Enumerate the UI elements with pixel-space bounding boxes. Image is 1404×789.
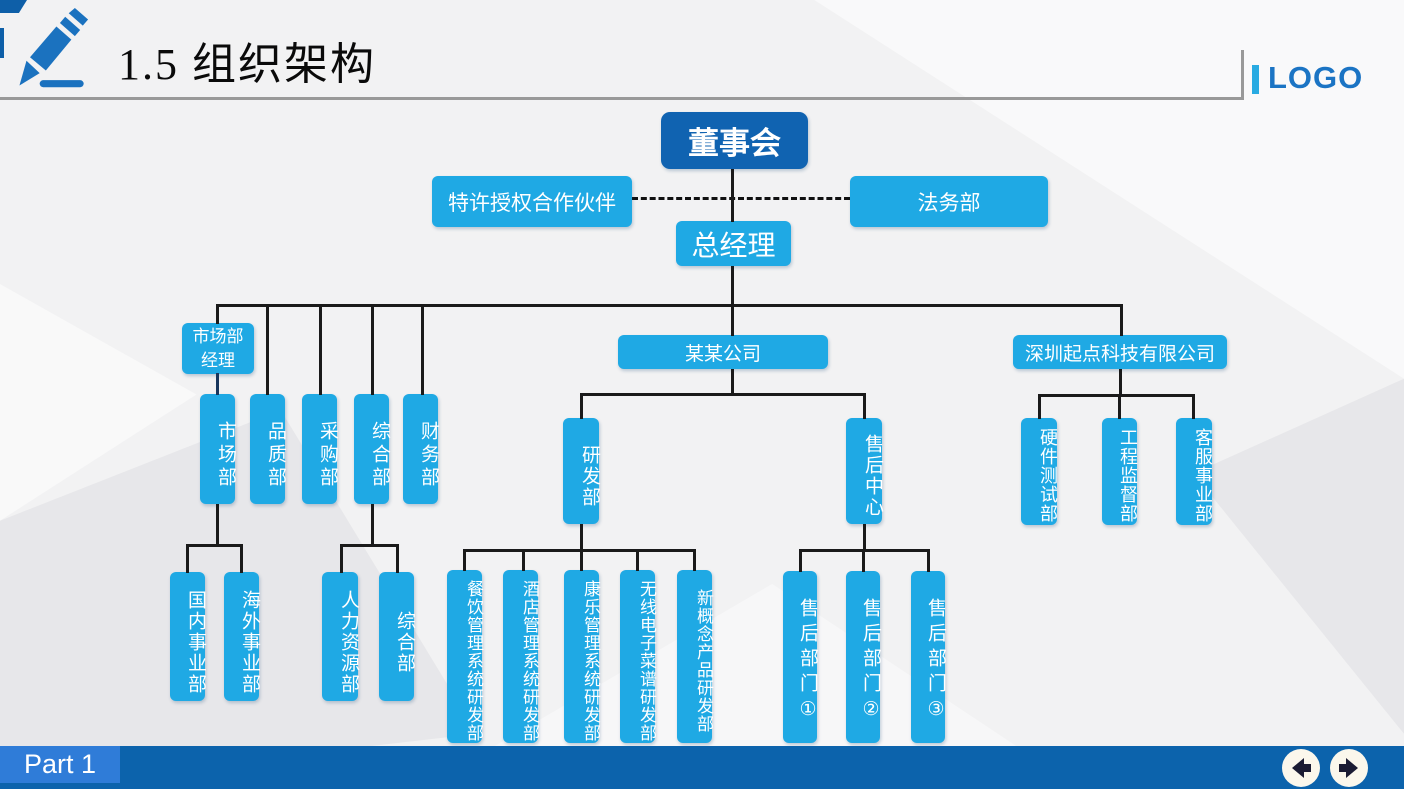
connector-line [580,393,865,396]
connector-line [1038,394,1041,419]
connector-line [731,266,734,306]
connector-line [731,169,734,222]
next-arrow-icon [1330,749,1368,789]
connector-line [522,549,525,571]
node-rd-sub: 新概念产品研发部 [677,570,713,743]
next-button[interactable] [1330,749,1368,787]
node-dept: 综合部 [354,394,390,504]
node-dept: 品质部 [250,394,286,504]
connector-line [421,304,424,395]
connector-line [1119,369,1122,396]
node-company-right: 深圳起点科技有限公司 [1013,335,1227,369]
node-dept: 财务部 [403,394,439,504]
node-sub-dept: 人力资源部 [322,572,359,701]
node-service: 售后中心 [846,418,883,524]
corner-accent [0,0,27,13]
pencil-icon [8,8,96,101]
connector-line [580,393,583,419]
connector-line [799,549,802,572]
connector-line [217,304,1122,307]
header-divider-vertical [1241,50,1244,100]
connector-line [863,524,866,551]
node-right-sub: 硬件测试部 [1021,418,1058,525]
connector-line [636,549,639,571]
connector-line [862,549,865,572]
connector-line [580,549,583,571]
edge-accent [0,28,4,58]
node-gm: 总经理 [676,221,791,266]
node-sub-dept: 海外事业部 [224,572,260,701]
node-service-sub: 售后部门① [783,571,818,743]
connector-line [340,544,399,547]
connector-line [371,304,374,395]
connector-line [371,504,374,546]
node-dept: 市场部 [200,394,236,504]
logo-accent-bar [1252,65,1259,94]
connector-line [340,544,343,573]
prev-button[interactable] [1282,749,1320,787]
connector-line [927,549,930,572]
connector-line [266,304,269,395]
page-title: 1.5 组织架构 [118,40,376,89]
connector-line [1192,394,1195,419]
connector-line [240,544,243,573]
node-sub-dept: 国内事业部 [170,572,206,701]
connector-line [463,549,466,571]
connector-line [693,549,696,571]
connector-line [216,373,219,395]
node-service-sub: 售后部门③ [911,571,946,743]
node-service-sub: 售后部门② [846,571,881,743]
node-marketing-manager: 市场部 经理 [182,323,254,374]
node-rd-sub: 无线电子菜谱研发部 [620,570,656,743]
node-board: 董事会 [661,112,808,169]
node-right-sub: 客服事业部 [1176,418,1213,525]
node-company-mid: 某某公司 [618,335,828,369]
manager-line1: 市场部 [192,326,244,346]
node-partner: 特许授权合作伙伴 [432,176,632,227]
connector-line [580,524,583,551]
connector-line [731,304,734,336]
connector-line [186,544,189,573]
connector-line [186,544,243,547]
node-legal: 法务部 [850,176,1048,227]
header-divider [0,97,1244,100]
node-rd-sub: 餐饮管理系统研发部 [447,570,483,743]
connector-line [1118,394,1121,419]
manager-line2: 经理 [201,350,235,370]
connector-line [1038,394,1195,397]
connector-line [463,549,696,552]
connector-line [216,504,219,546]
node-rd-sub: 酒店管理系统研发部 [503,570,539,743]
dashed-connector [632,197,850,200]
connector-line [1120,304,1123,336]
part-badge: Part 1 [0,746,120,783]
connector-line [731,369,734,395]
footer-bar [0,746,1404,789]
node-rd: 研发部 [563,418,600,524]
connector-line [396,544,399,573]
node-rd-sub: 康乐管理系统研发部 [564,570,600,743]
logo: LOGO [1268,60,1364,95]
node-right-sub: 工程监督部 [1102,418,1138,525]
connector-line [863,393,866,419]
connector-line [216,304,219,324]
connector-line [319,304,322,395]
node-dept: 采购部 [302,394,338,504]
prev-arrow-icon [1282,749,1320,789]
node-sub-dept: 综合部 [379,572,415,701]
